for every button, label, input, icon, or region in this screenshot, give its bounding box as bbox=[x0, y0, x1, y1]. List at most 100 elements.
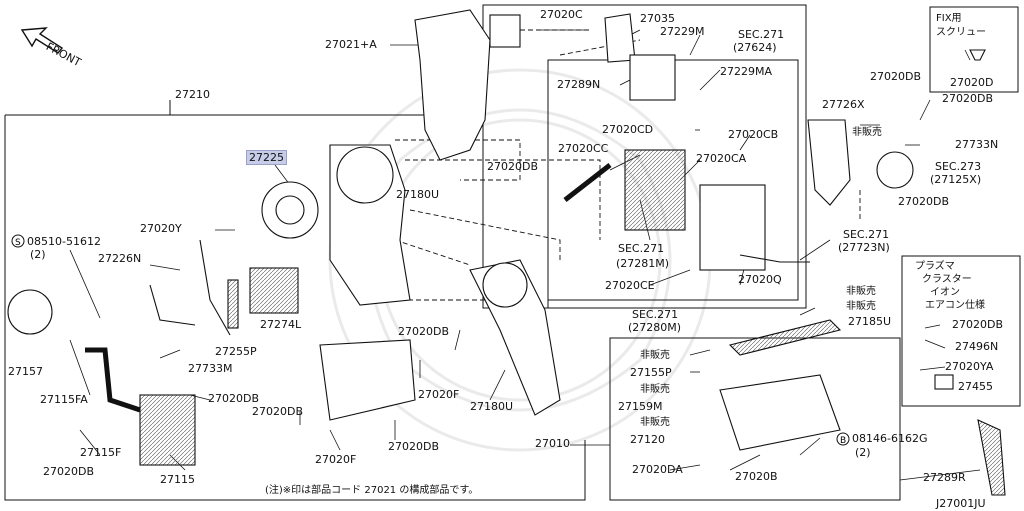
label-sec271-c[interactable]: SEC.271 bbox=[843, 228, 890, 241]
plasma-line2: クラスター bbox=[922, 274, 972, 285]
diagram-code: J27001JU bbox=[936, 497, 986, 510]
label-27020YA[interactable]: 27020YA bbox=[945, 360, 994, 373]
heater-core bbox=[139, 394, 196, 466]
plasma-line1: プラズマ bbox=[915, 261, 955, 272]
label-27021A[interactable]: 27021+A bbox=[325, 38, 377, 51]
fix-box-subtitle: スクリュー bbox=[936, 27, 986, 38]
label-27289N[interactable]: 27289N bbox=[557, 78, 601, 91]
label-sec271-d-sub: (27280M) bbox=[628, 321, 682, 334]
label-sec271-c-sub: (27723N) bbox=[838, 241, 890, 254]
screw-icon bbox=[969, 49, 986, 61]
label-27229MA[interactable]: 27229MA bbox=[720, 65, 773, 78]
label-27115F[interactable]: 27115F bbox=[80, 446, 122, 459]
markers bbox=[11, 234, 850, 446]
label-27020CC[interactable]: 27020CC bbox=[558, 142, 609, 155]
label-sec271-b[interactable]: SEC.271 bbox=[618, 242, 665, 255]
label-hanbai-e: 非販売 bbox=[640, 384, 670, 395]
label-27155P[interactable]: 27155P bbox=[630, 366, 672, 379]
label-27010[interactable]: 27010 bbox=[535, 437, 570, 450]
b-marker-letter: B bbox=[840, 436, 846, 446]
ion-generator bbox=[934, 374, 954, 390]
label-27180U-b[interactable]: 27180U bbox=[470, 400, 514, 413]
label-27115FA[interactable]: 27115FA bbox=[40, 393, 88, 406]
label-27120[interactable]: 27120 bbox=[630, 433, 665, 446]
label-08146-qty: (2) bbox=[855, 446, 871, 459]
label-27020F-a[interactable]: 27020F bbox=[315, 453, 357, 466]
plasma-line4: エアコン仕様 bbox=[925, 300, 985, 311]
label-27274L[interactable]: 27274L bbox=[260, 318, 302, 331]
lower-case bbox=[319, 339, 416, 421]
label-27455[interactable]: 27455 bbox=[958, 380, 993, 393]
label-27229M[interactable]: 27229M bbox=[660, 25, 705, 38]
label-sec273-sub: (27125X) bbox=[930, 173, 982, 186]
label-08510-qty: (2) bbox=[30, 248, 46, 261]
label-hanbai-a: 非販売 bbox=[852, 127, 882, 138]
label-27159M[interactable]: 27159M bbox=[618, 400, 663, 413]
label-sec271-a[interactable]: SEC.271 bbox=[738, 28, 785, 41]
label-27225[interactable]: 27225 bbox=[246, 150, 287, 165]
label-27020DB-h[interactable]: 27020DB bbox=[398, 325, 450, 338]
trim-27289R bbox=[977, 419, 1006, 496]
label-08146[interactable]: 08146-6162G bbox=[852, 432, 928, 445]
label-27289R[interactable]: 27289R bbox=[923, 471, 966, 484]
label-27157[interactable]: 27157 bbox=[8, 365, 43, 378]
label-27726X[interactable]: 27726X bbox=[822, 98, 865, 111]
label-27020DB-g[interactable]: 27020DB bbox=[252, 405, 304, 418]
servo-27229M bbox=[629, 54, 676, 101]
label-27020CE[interactable]: 27020CE bbox=[605, 279, 655, 292]
label-sec271-b-sub: (27281M) bbox=[616, 257, 670, 270]
label-27185U[interactable]: 27185U bbox=[848, 315, 892, 328]
label-27020CD[interactable]: 27020CD bbox=[602, 123, 654, 136]
label-27020DB-f[interactable]: 27020DB bbox=[43, 465, 95, 478]
label-27210[interactable]: 27210 bbox=[175, 88, 210, 101]
label-27020CA[interactable]: 27020CA bbox=[696, 152, 747, 165]
label-27020F-b[interactable]: 27020F bbox=[418, 388, 460, 401]
label-27115[interactable]: 27115 bbox=[160, 473, 195, 486]
filter-27020CC bbox=[624, 149, 686, 231]
label-27020DB-a[interactable]: 27020DB bbox=[487, 160, 539, 173]
s-marker-icon bbox=[11, 234, 25, 248]
label-27733M[interactable]: 27733M bbox=[188, 362, 233, 375]
label-27020C[interactable]: 27020C bbox=[540, 8, 583, 21]
label-27020Q[interactable]: 27020Q bbox=[738, 273, 782, 286]
filter-cap bbox=[489, 14, 521, 48]
part-shapes bbox=[7, 9, 1006, 496]
label-27020DB-d[interactable]: 27020DB bbox=[898, 195, 950, 208]
cabin-filter bbox=[249, 267, 299, 314]
label-27020DB-j[interactable]: 27020DB bbox=[952, 318, 1004, 331]
label-27020DB-c[interactable]: 27020DB bbox=[942, 92, 994, 105]
label-27255P[interactable]: 27255P bbox=[215, 345, 257, 358]
label-27020DB-e[interactable]: 27020DB bbox=[208, 392, 260, 405]
label-27020DA[interactable]: 27020DA bbox=[632, 463, 683, 476]
label-27180U-a[interactable]: 27180U bbox=[396, 188, 440, 201]
dashed-leaders bbox=[379, 29, 861, 301]
label-27020CB[interactable]: 27020CB bbox=[728, 128, 779, 141]
label-27035[interactable]: 27035 bbox=[640, 12, 675, 25]
label-sec271-a-sub: (27624) bbox=[733, 41, 777, 54]
plasma-line3: イオン bbox=[930, 287, 960, 298]
blower-scroll bbox=[336, 146, 394, 204]
label-08510[interactable]: 08510-51612 bbox=[27, 235, 101, 248]
module-27010 bbox=[719, 374, 841, 451]
label-27020DB-b[interactable]: 27020DB bbox=[870, 70, 922, 83]
label-hanbai-b: 非販売 bbox=[846, 286, 876, 297]
label-hanbai-d: 非販売 bbox=[640, 350, 670, 361]
label-27733N[interactable]: 27733N bbox=[955, 138, 999, 151]
side-duct bbox=[807, 119, 851, 206]
label-sec271-d[interactable]: SEC.271 bbox=[632, 308, 679, 321]
label-27226N[interactable]: 27226N bbox=[98, 252, 142, 265]
actuator-motor bbox=[7, 289, 53, 335]
s-marker-letter: S bbox=[15, 238, 21, 248]
front-arrow-icon bbox=[20, 27, 64, 54]
label-27020B[interactable]: 27020B bbox=[735, 470, 778, 483]
label-sec273[interactable]: SEC.273 bbox=[935, 160, 982, 173]
label-27020Y[interactable]: 27020Y bbox=[140, 222, 182, 235]
label-hanbai-f: 非販売 bbox=[640, 417, 670, 428]
label-27020D[interactable]: 27020D bbox=[950, 76, 994, 89]
label-27496N[interactable]: 27496N bbox=[955, 340, 999, 353]
fix-box-title: FIX用 bbox=[936, 13, 962, 24]
frame-lines bbox=[4, 4, 1021, 501]
label-27020DB-i[interactable]: 27020DB bbox=[388, 440, 440, 453]
